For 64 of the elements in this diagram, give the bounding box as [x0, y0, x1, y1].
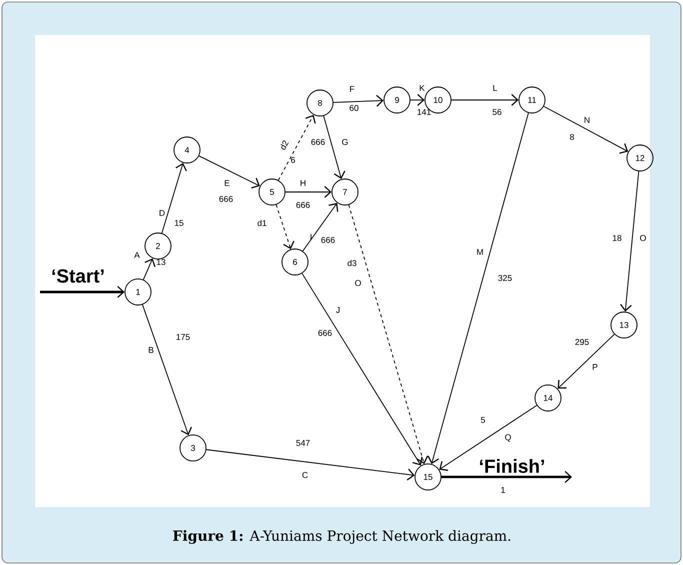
- edge-label: A: [134, 252, 140, 258]
- arrow: [40, 286, 125, 298]
- arrow: [285, 186, 332, 198]
- arrow: [276, 204, 294, 250]
- arrow: [451, 94, 519, 106]
- arrow: [441, 471, 572, 483]
- duration-label: 175: [176, 334, 190, 340]
- terminal-label: ‘Finish’: [480, 459, 544, 473]
- edge-label: D: [160, 210, 165, 216]
- caption: Figure 1: A-Yuniams Project Network diagram.: [173, 530, 510, 544]
- edge-label: d2: [280, 140, 289, 150]
- edge-label: L: [493, 85, 498, 91]
- edge-label: C: [302, 472, 308, 478]
- arrow: [428, 112, 529, 464]
- duration-label: 15: [174, 220, 184, 226]
- edge-label: F: [350, 86, 354, 92]
- terminal-label: ‘Start’: [52, 269, 104, 283]
- edge-label: H: [300, 180, 306, 186]
- arrow: [543, 106, 628, 154]
- arrow: [302, 202, 338, 252]
- duration-label: 666: [219, 196, 233, 202]
- arrow: [302, 272, 423, 466]
- arrow: [142, 258, 156, 280]
- duration-label: 8: [570, 134, 574, 140]
- duration-label: O: [355, 280, 361, 286]
- duration-label: 6: [291, 157, 295, 163]
- edge-label: K: [420, 85, 425, 91]
- duration-label: 18: [612, 235, 622, 241]
- arrow: [323, 116, 346, 180]
- edge-label: P: [592, 364, 598, 370]
- arrow: [198, 156, 260, 188]
- duration-label: 1: [501, 487, 505, 493]
- duration-label: 56: [492, 109, 502, 115]
- arrow: [410, 94, 425, 106]
- arrow: [278, 114, 316, 181]
- arrow: [348, 204, 428, 464]
- duration-label: 547: [296, 440, 310, 446]
- arrow: [206, 449, 415, 480]
- edge-label: O: [640, 235, 646, 241]
- arrow: [620, 170, 640, 312]
- edge-label: d1: [258, 220, 266, 226]
- duration-label: 666: [296, 202, 310, 208]
- edge-label: d3: [348, 260, 356, 266]
- duration-label: 666: [318, 330, 332, 336]
- duration-label: 60: [350, 105, 358, 111]
- edge-label: J: [336, 307, 340, 313]
- duration-label: 666: [321, 236, 335, 243]
- arrow: [142, 304, 192, 436]
- edge-label: G: [342, 139, 348, 145]
- edge-label: Q: [505, 434, 511, 442]
- duration-label: 141: [418, 109, 431, 115]
- edge-label: M: [477, 249, 483, 255]
- arrow: [558, 334, 615, 389]
- arrow: [439, 404, 538, 471]
- arrow: [333, 94, 384, 107]
- duration-label: 295: [575, 338, 589, 345]
- edge-label: B: [148, 347, 154, 353]
- edge-label: N: [584, 117, 590, 123]
- duration-label: 13: [156, 258, 166, 265]
- duration-label: 325: [498, 274, 512, 281]
- edge-label: E: [224, 180, 230, 186]
- duration-label: 666: [311, 139, 325, 145]
- duration-label: 5: [480, 417, 486, 423]
- arrow: [161, 162, 187, 234]
